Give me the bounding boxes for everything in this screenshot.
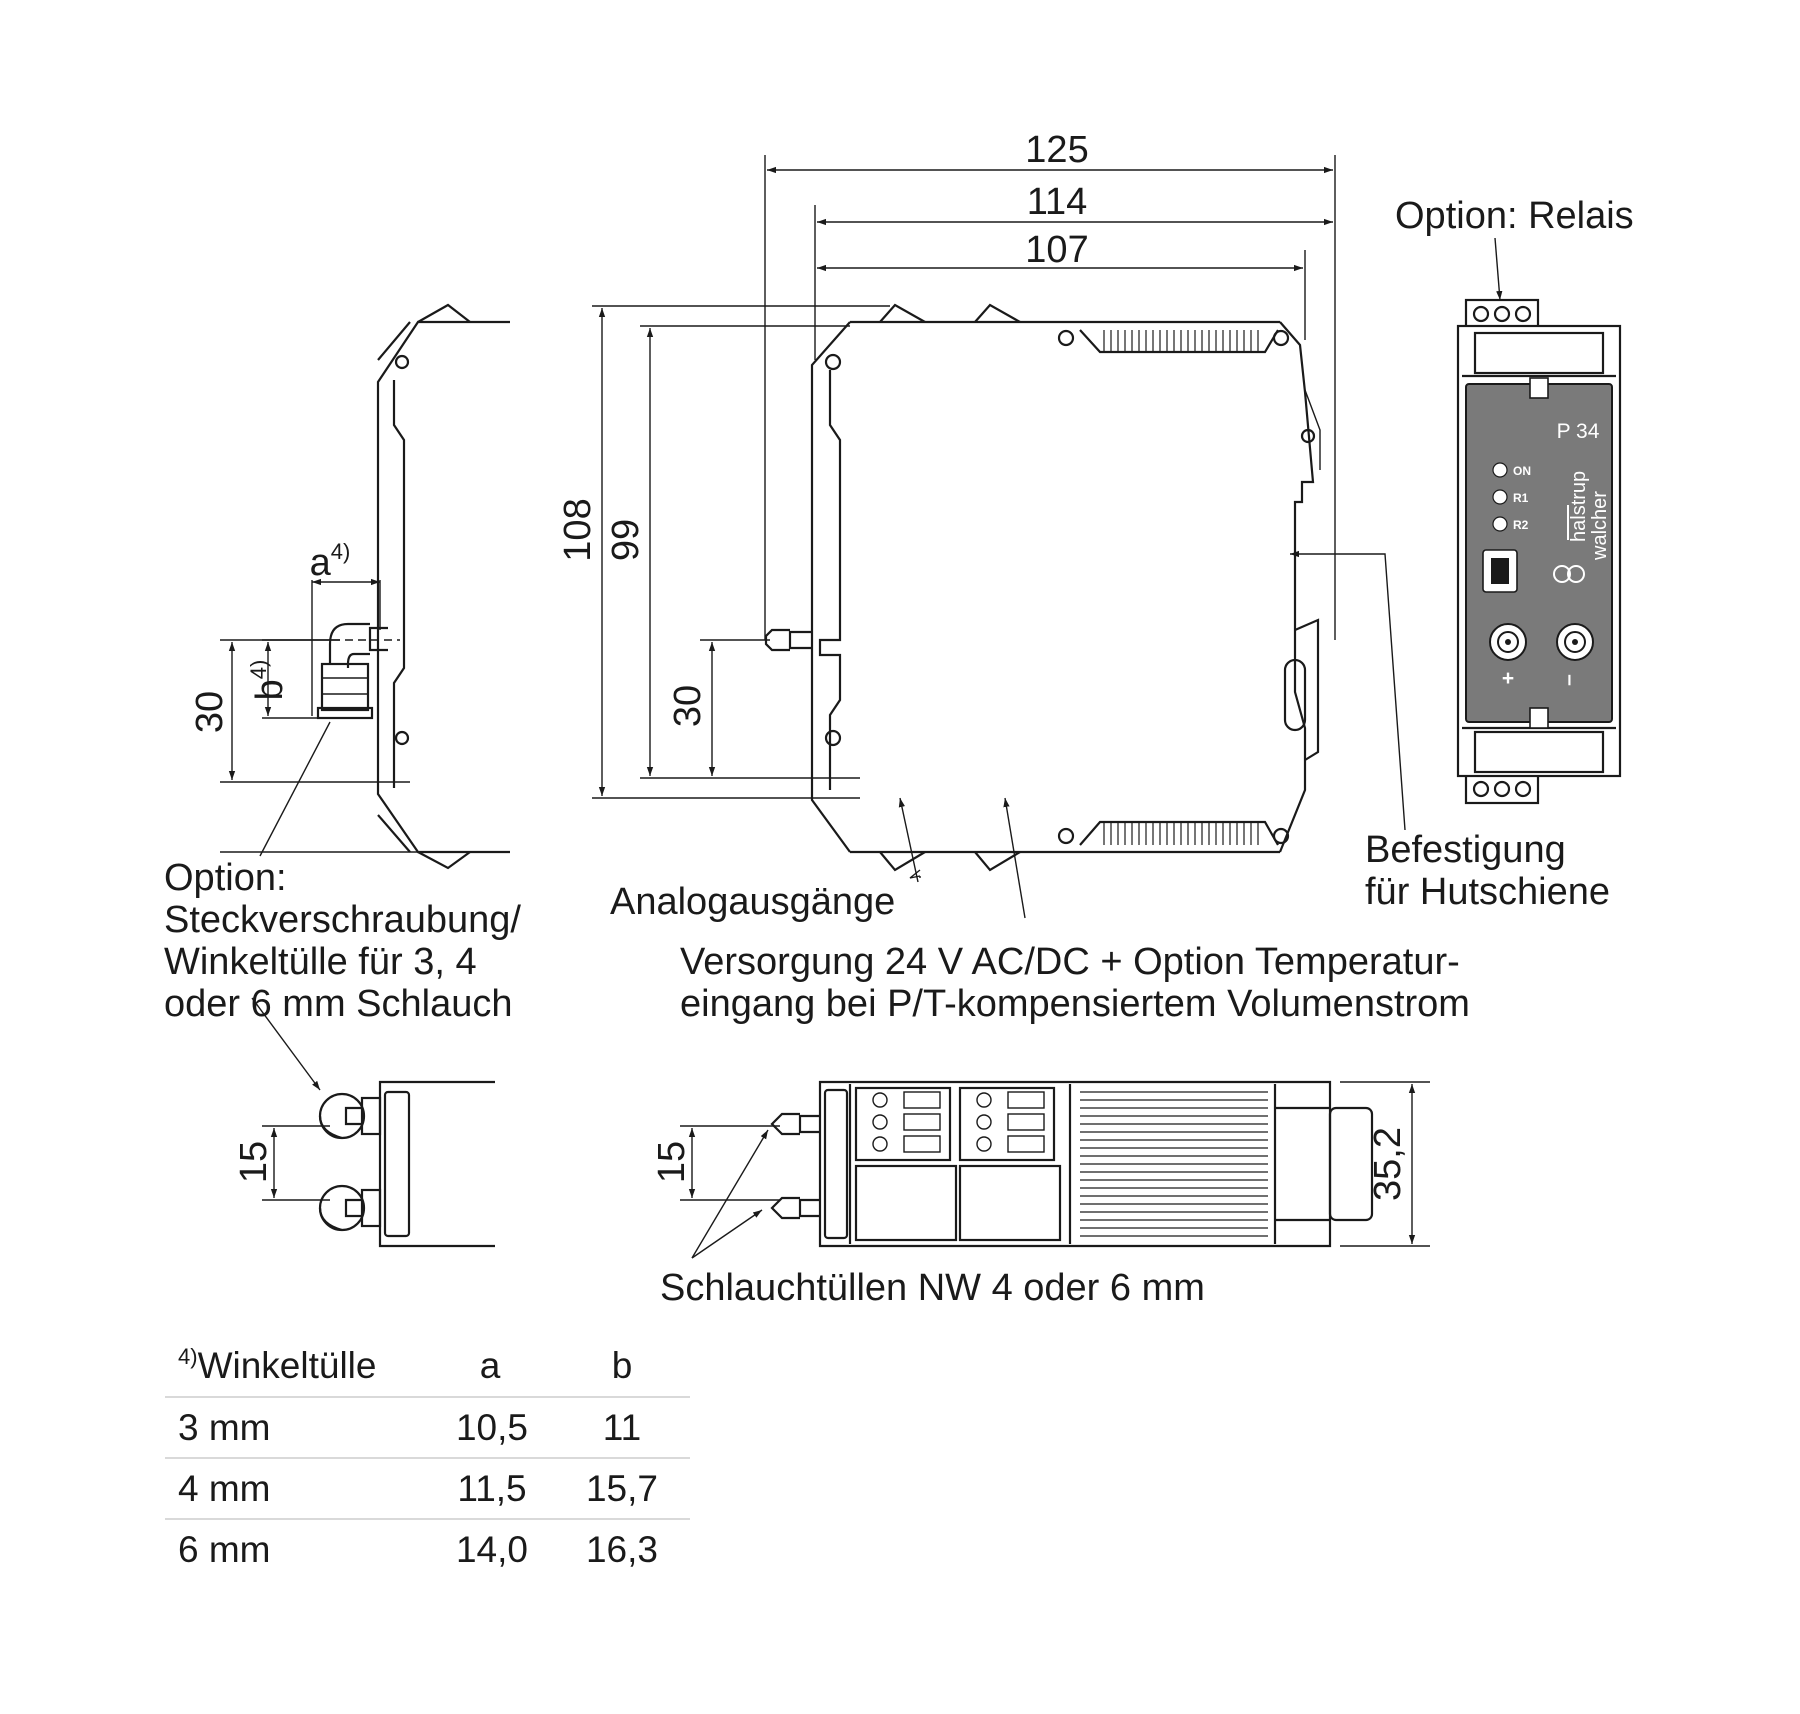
table-row-b: 16,3 (586, 1529, 658, 1570)
supply-label-1: Versorgung 24 V AC/DC + Option Temperatu… (680, 941, 1460, 983)
table-header-name: 4)Winkeltülle (178, 1344, 376, 1386)
dim-35-2: 35,2 (1367, 1127, 1409, 1201)
minus-label: – (1557, 674, 1580, 686)
table-row-a: 11,5 (457, 1468, 526, 1509)
din-rail-label-2: für Hutschiene (1365, 871, 1610, 913)
fitting-label-1: Option: (164, 857, 287, 899)
dim-108: 108 (557, 498, 599, 561)
bottom-view-main (680, 1080, 1430, 1259)
table-header-b: b (612, 1345, 633, 1386)
dim-114: 114 (1027, 181, 1088, 223)
usb-port-icon[interactable] (1482, 549, 1518, 593)
analog-outputs-label: Analogausgänge (610, 881, 895, 923)
device-front-view: P 34 ON R1 R2 halstrup walcher (1456, 237, 1622, 805)
table-row-size: 3 mm (178, 1407, 271, 1448)
table-row-a: 10,5 (456, 1407, 528, 1448)
brand-line1: halstrup (1568, 471, 1590, 542)
dim-30-front: 30 (667, 685, 709, 727)
dim-125: 125 (1025, 129, 1088, 171)
table-header-a: a (480, 1345, 501, 1386)
fitting-table: 4)Winkeltülle a b 3 mm 10,5 11 4 mm 11,5… (165, 1344, 690, 1570)
pressure-port-icon[interactable] (1556, 623, 1594, 661)
terminal-block-top (1464, 298, 1540, 330)
table-row-b: 15,7 (586, 1468, 658, 1509)
model-label: P 34 (1557, 420, 1600, 443)
led-indicator-icon (1492, 462, 1508, 532)
dim-107: 107 (1025, 229, 1088, 271)
rib-pattern-bottom-view (1080, 1091, 1268, 1237)
supply-label-2: eingang bei P/T-kompensiertem Volumenstr… (680, 983, 1470, 1025)
table-row-b: 11 (603, 1407, 641, 1448)
dim-15-side: 15 (233, 1141, 275, 1183)
table-row-size: 4 mm (178, 1468, 271, 1509)
led-label-on: ON (1513, 464, 1531, 478)
dim-a-label: a4) (310, 539, 351, 584)
relay-option-label: Option: Relais (1395, 195, 1634, 237)
led-label-r2: R2 (1513, 518, 1529, 532)
led-label-r1: R1 (1513, 491, 1529, 505)
dim-99: 99 (605, 519, 647, 561)
logo-icon (1553, 565, 1585, 583)
plus-label: + (1502, 667, 1514, 690)
table-row-size: 6 mm (178, 1529, 271, 1570)
main-view (592, 155, 1406, 919)
fitting-label-2: Steckverschraubung/ (164, 899, 521, 941)
rib-pattern-bottom (1103, 822, 1259, 845)
pressure-port-icon[interactable] (1489, 623, 1527, 661)
bottom-view-side (251, 997, 495, 1248)
hose-nozzles-label: Schlauchtüllen NW 4 oder 6 mm (660, 1267, 1205, 1309)
rib-pattern-top (1103, 330, 1259, 352)
din-rail-label-1: Befestigung (1365, 829, 1566, 871)
dim-30-side: 30 (189, 691, 231, 733)
dim-b-label: b4) (246, 660, 291, 701)
terminal-block-bottom (1464, 773, 1540, 805)
side-view (220, 303, 510, 870)
fitting-label-4: oder 6 mm Schlauch (164, 983, 513, 1025)
dim-15-bottom: 15 (651, 1141, 693, 1183)
fitting-label-3: Winkeltülle für 3, 4 (164, 941, 477, 983)
table-row-a: 14,0 (456, 1529, 528, 1570)
brand-line2: walcher (1589, 491, 1611, 561)
